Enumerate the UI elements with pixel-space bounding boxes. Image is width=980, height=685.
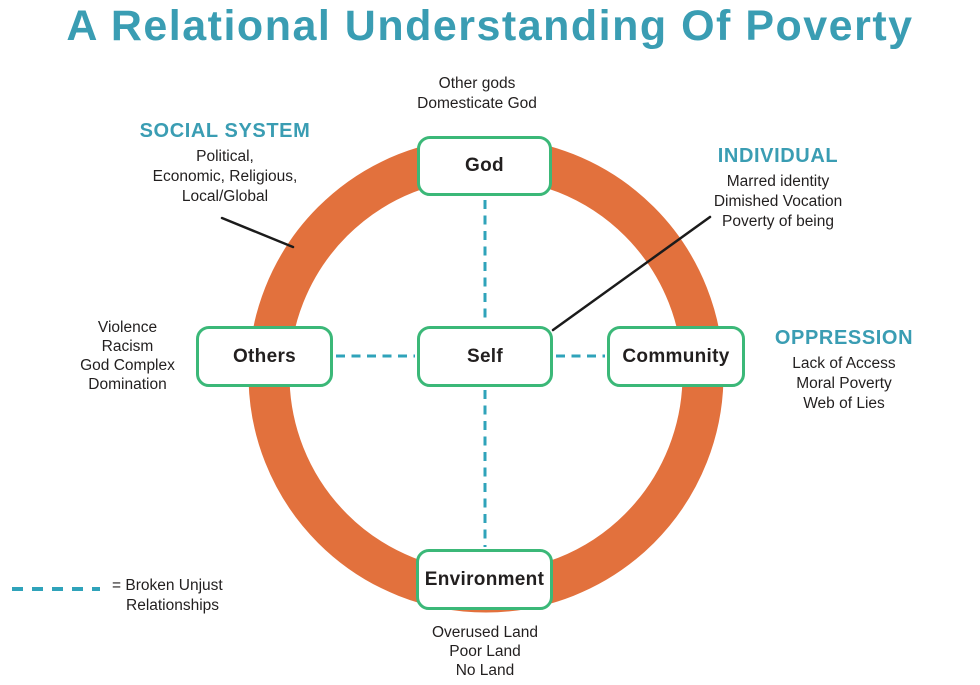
note-line: Domination (88, 376, 167, 393)
note-line: Racism (101, 338, 154, 355)
legend-line: = Broken Unjust (112, 577, 223, 594)
note-line: Violence (97, 319, 158, 336)
note-line: Poor Land (449, 643, 521, 660)
node-others-label: Others (232, 345, 297, 367)
note-line: Political, (196, 148, 254, 165)
note-line: Moral Poverty (796, 375, 892, 392)
node-environment: Environment (416, 549, 553, 610)
node-self-label: Self (466, 345, 504, 367)
page-title: A Relational Understanding Of Poverty (66, 2, 914, 50)
note-environment-below: Overused Land Poor Land No Land (385, 623, 585, 680)
note-line: Domesticate God (417, 95, 537, 112)
node-community-label: Community (622, 345, 730, 367)
node-god: God (417, 136, 552, 196)
node-self: Self (417, 326, 553, 387)
legend-line: Relationships (126, 597, 220, 614)
node-god-label: God (465, 155, 504, 176)
individual-pointer-line (551, 215, 712, 332)
callout-social-system: SOCIAL SYSTEM Political, Economic, Relig… (95, 121, 355, 207)
callout-individual: INDIVIDUAL Marred identity Dimished Voca… (672, 146, 884, 232)
note-line: Other gods (438, 75, 516, 92)
node-community: Community (607, 326, 745, 387)
note-god-above: Other gods Domesticate God (377, 74, 577, 114)
callout-oppression: OPPRESSION Lack of Access Moral Poverty … (748, 328, 940, 414)
note-line: No Land (455, 662, 515, 679)
node-environment-label: Environment (424, 568, 545, 590)
note-line: Dimished Vocation (713, 193, 843, 210)
social-system-pointer-line (220, 216, 295, 249)
note-line: Web of Lies (803, 395, 885, 412)
note-line: Local/Global (181, 188, 269, 205)
callout-heading: INDIVIDUAL (717, 145, 839, 167)
note-others-left: Violence Racism God Complex Domination (40, 318, 215, 394)
legend: = Broken Unjust Relationships (112, 576, 282, 616)
node-others: Others (196, 326, 333, 387)
callout-heading: SOCIAL SYSTEM (139, 120, 311, 142)
note-line: God Complex (80, 357, 175, 374)
note-line: Overused Land (432, 624, 538, 641)
callout-heading: OPPRESSION (774, 327, 914, 349)
note-line: Lack of Access (792, 355, 896, 372)
note-line: Poverty of being (721, 213, 834, 230)
note-line: Economic, Religious, (152, 168, 298, 185)
note-line: Marred identity (726, 173, 830, 190)
